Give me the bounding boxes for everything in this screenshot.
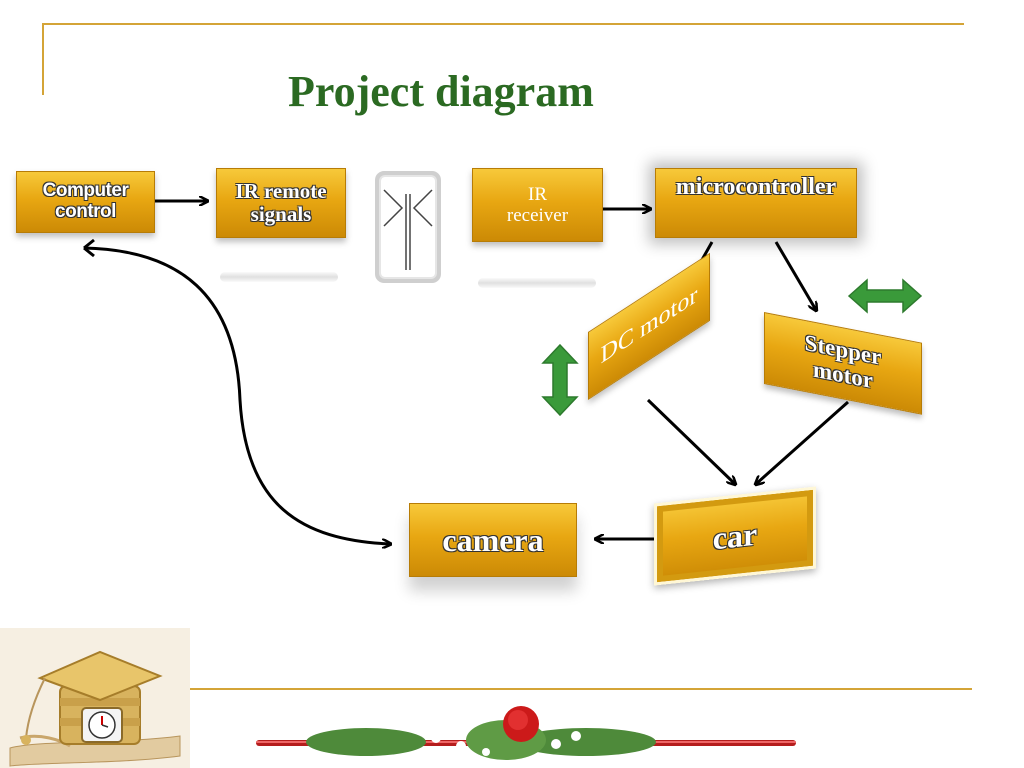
box-reflection [478, 278, 596, 288]
car-node: car [654, 486, 816, 586]
ir-transmission-icon [375, 171, 441, 283]
computer-control-node: Computer control [16, 171, 155, 233]
curved-link-computer-camera [83, 246, 390, 544]
car-label: car [712, 515, 758, 557]
ir-receiver-node: IR receiver [472, 168, 603, 242]
ir-remote-signals-node: IR remote signals [216, 168, 346, 238]
camera-node: camera [409, 503, 577, 577]
graduation-cap-clock-icon [0, 628, 190, 768]
stepper-motor-label: Stepper motor [804, 330, 882, 394]
computer-control-label: Computer control [42, 180, 129, 222]
arrow-stepper-to-car [756, 400, 849, 484]
microcontroller-node: microcontroller [655, 168, 857, 238]
arrow-dc-to-car [646, 398, 735, 484]
frame-top-line [42, 23, 964, 25]
camera-label: camera [442, 521, 544, 558]
arrow-mcu-to-stepper [774, 241, 816, 310]
box-reflection [220, 272, 338, 282]
up-down-arrow-icon [541, 343, 579, 417]
slide-title: Project diagram [288, 67, 594, 116]
ir-remote-signals-label: IR remote signals [235, 179, 327, 226]
frame-bottom-line [190, 688, 972, 690]
rose-ornament-icon [256, 706, 796, 760]
frame-left-line [42, 23, 44, 95]
microcontroller-label: microcontroller [675, 174, 837, 200]
ir-receiver-label: IR receiver [506, 184, 569, 226]
left-right-arrow-icon [847, 278, 923, 314]
